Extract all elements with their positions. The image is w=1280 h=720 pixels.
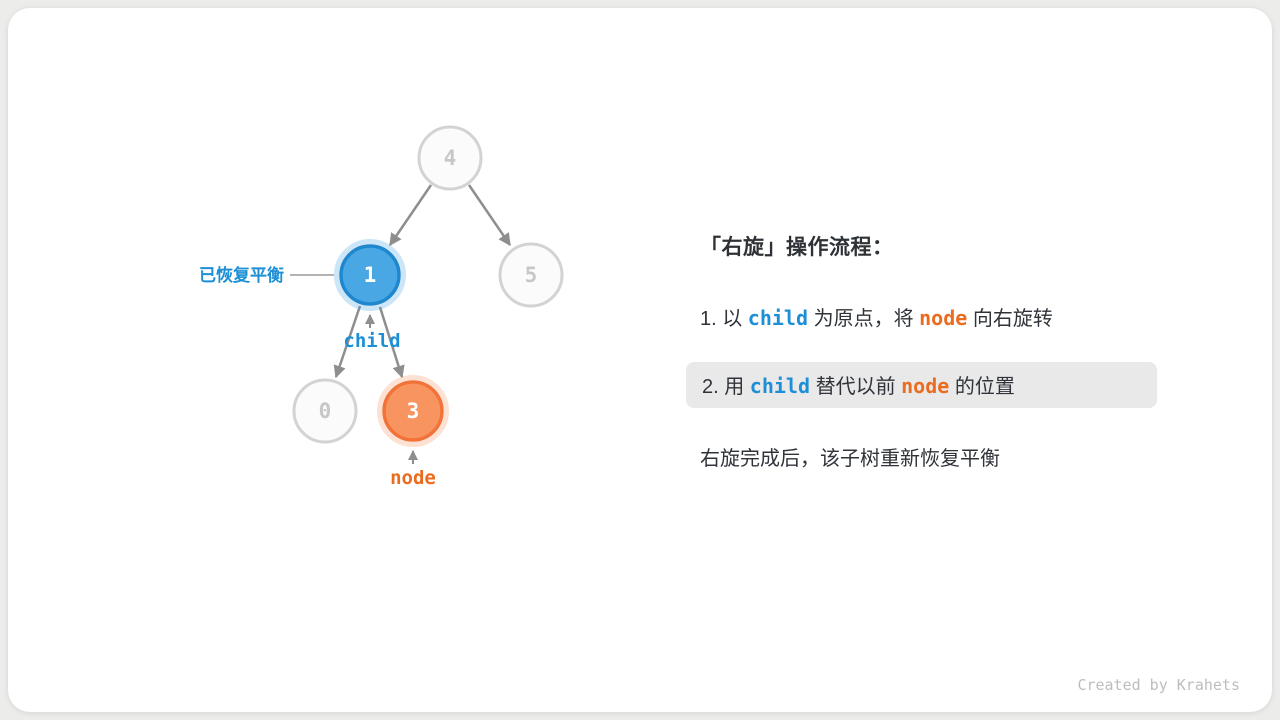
child-label: child <box>343 330 400 352</box>
step1-text-suffix: 向右旋转 <box>967 308 1053 330</box>
step-2: 2. 用 child 替代以前 node 的位置 <box>702 374 1015 399</box>
node-5-circle <box>498 242 564 308</box>
tree-edges <box>333 184 512 379</box>
step2-node-code: node <box>901 374 950 398</box>
node-0-value: 0 <box>319 399 332 423</box>
credit-text: Created by Krahets <box>1077 676 1240 694</box>
edge-4-to-5 <box>467 184 512 247</box>
node-1-circle <box>339 244 401 306</box>
step2-text-suffix: 的位置 <box>949 376 1015 398</box>
step1-text-prefix: 1. 以 <box>700 308 748 330</box>
node-3-value: 3 <box>407 399 420 423</box>
node-1-halo <box>334 239 406 311</box>
step-2-highlight-box <box>686 362 1157 408</box>
step-1: 1. 以 child 为原点，将 node 向右旋转 <box>700 306 1053 331</box>
step1-node-code: node <box>919 306 968 330</box>
node-4-value: 4 <box>444 146 457 170</box>
conclusion-note: 右旋完成后，该子树重新恢复平衡 <box>700 448 1000 470</box>
balanced-label: 已恢复平衡 <box>199 265 284 285</box>
step1-text-mid: 为原点，将 <box>808 308 920 330</box>
tree-node-4: 4 <box>417 125 483 191</box>
node-label: node <box>390 467 436 489</box>
step1-child-code: child <box>747 306 809 330</box>
step2-text-prefix: 2. 用 <box>702 376 750 398</box>
edge-1-to-0 <box>333 305 362 379</box>
node-4-circle <box>417 125 483 191</box>
edge-4-to-1 <box>388 184 433 247</box>
content-card <box>8 8 1272 712</box>
node-5-value: 5 <box>525 263 538 287</box>
node-0-circle <box>292 378 358 444</box>
binary-tree-diagram: 4 5 0 1 3 已恢复平衡 child node <box>199 125 564 489</box>
tree-node-3: 3 <box>377 375 449 447</box>
tree-node-0: 0 <box>292 378 358 444</box>
node-3-halo <box>377 375 449 447</box>
tree-node-1: 1 <box>334 239 406 311</box>
node-1-value: 1 <box>364 263 377 287</box>
step2-text-mid: 替代以前 <box>810 376 902 398</box>
panel-heading: 「右旋」操作流程： <box>700 236 894 259</box>
step2-child-code: child <box>749 374 811 398</box>
edge-1-to-3 <box>378 306 405 379</box>
tree-node-5: 5 <box>498 242 564 308</box>
node-3-circle <box>382 380 444 442</box>
